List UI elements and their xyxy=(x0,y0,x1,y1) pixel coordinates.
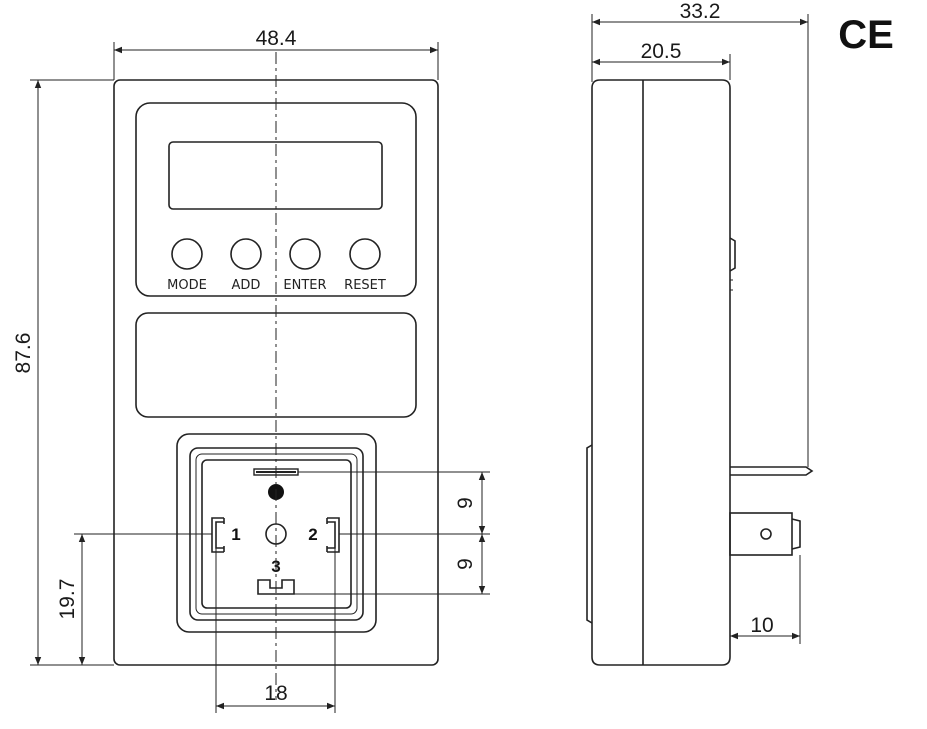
plug-blade xyxy=(729,512,793,556)
side-housing xyxy=(591,79,731,666)
pin-offset-height-label: 19.7 xyxy=(56,579,79,620)
pin-3-contact xyxy=(257,579,295,595)
side-depth-body-label: 20.5 xyxy=(641,40,682,63)
side-view xyxy=(586,79,814,666)
mode-button-label: MODE xyxy=(167,278,207,293)
front-view: MODE ADD ENTER RESET 1 2 3 xyxy=(113,52,439,700)
socket-outer-frame xyxy=(176,433,377,633)
mode-button[interactable] xyxy=(171,238,203,270)
side-plug-length-label: 10 xyxy=(750,614,773,637)
front-dimensions: 48.4 87.6 19.7 18 9 9 xyxy=(12,27,490,713)
plug-blade-hole xyxy=(760,528,772,540)
ce-mark: CE xyxy=(838,13,894,57)
pin-1-label: 1 xyxy=(231,525,240,544)
pin-2-contact xyxy=(326,517,340,553)
side-dimensions: 33.2 20.5 10 xyxy=(591,0,809,644)
reset-button-label: RESET xyxy=(344,278,386,293)
enter-button-label: ENTER xyxy=(283,278,326,293)
front-width-label: 48.4 xyxy=(256,27,297,50)
side-depth-total-label: 33.2 xyxy=(680,0,721,23)
enter-button[interactable] xyxy=(289,238,321,270)
add-button[interactable] xyxy=(230,238,262,270)
front-height-label: 87.6 xyxy=(12,333,35,374)
reset-button[interactable] xyxy=(349,238,381,270)
side-rear-bump xyxy=(586,444,593,624)
pin-upper-gap-label: 9 xyxy=(454,497,477,509)
pin-lower-gap-label: 9 xyxy=(454,558,477,570)
pin-1-contact xyxy=(211,517,225,553)
add-button-label: ADD xyxy=(232,278,261,293)
side-button xyxy=(729,237,736,272)
pin-2-label: 2 xyxy=(308,525,317,544)
earth-pin xyxy=(730,466,814,476)
pin-spacing-label: 18 xyxy=(264,682,287,705)
